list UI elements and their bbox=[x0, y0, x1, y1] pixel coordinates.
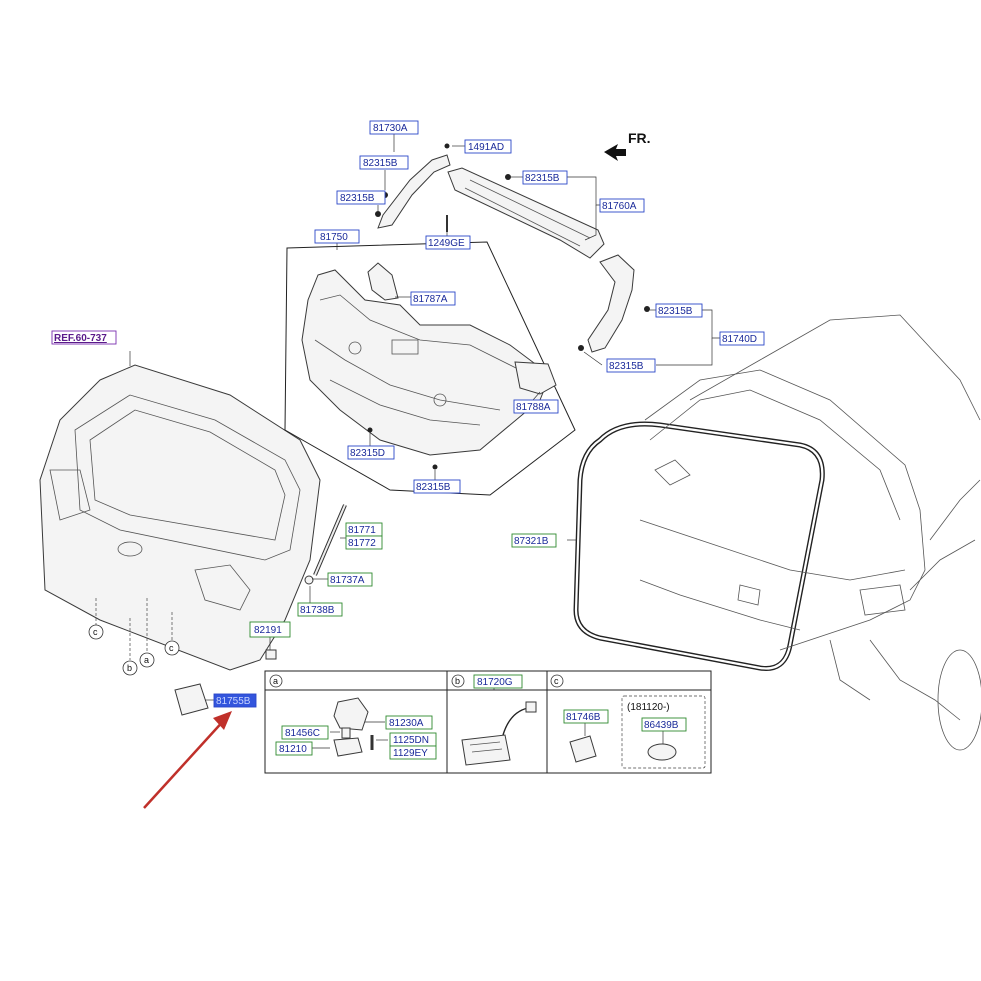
label-1491AD[interactable]: 1491AD bbox=[464, 139, 512, 154]
label-81755B[interactable]: 81755B bbox=[213, 693, 257, 708]
front-direction-indicator: FR. bbox=[604, 130, 651, 161]
label-81737A[interactable]: 81737A bbox=[327, 572, 373, 587]
svg-text:82315B: 82315B bbox=[658, 306, 693, 317]
svg-text:c: c bbox=[554, 676, 559, 686]
label-1129EY[interactable]: 1129EY bbox=[389, 745, 437, 760]
clip-icon bbox=[444, 143, 450, 149]
label-1125DN[interactable]: 1125DN bbox=[389, 732, 437, 747]
svg-text:82315B: 82315B bbox=[363, 158, 398, 169]
clip-icon bbox=[644, 306, 650, 312]
vehicle-outline bbox=[639, 314, 981, 751]
svg-text:82191: 82191 bbox=[254, 625, 282, 636]
date-note: (181120-) bbox=[627, 702, 670, 713]
svg-text:86439B: 86439B bbox=[644, 720, 679, 731]
label-81750[interactable]: 81750 bbox=[314, 229, 360, 244]
label-81730A[interactable]: 81730A bbox=[369, 120, 419, 135]
svg-text:81755B: 81755B bbox=[216, 696, 251, 707]
svg-text:81720G: 81720G bbox=[477, 677, 513, 688]
label-81210[interactable]: 81210 bbox=[275, 741, 313, 756]
svg-text:81740D: 81740D bbox=[722, 334, 757, 345]
tailgate-assembly bbox=[39, 364, 347, 716]
label-82315B-6[interactable]: 82315B bbox=[413, 479, 461, 494]
svg-text:81787A: 81787A bbox=[413, 294, 448, 305]
front-direction-label: FR. bbox=[628, 130, 651, 146]
label-82315D[interactable]: 82315D bbox=[347, 445, 395, 460]
label-81772[interactable]: 81772 bbox=[345, 535, 383, 550]
svg-text:82315B: 82315B bbox=[609, 361, 644, 372]
svg-text:81737A: 81737A bbox=[330, 575, 365, 586]
label-87321B[interactable]: 87321B bbox=[511, 533, 557, 548]
weatherstrip bbox=[573, 421, 825, 672]
label-81787A[interactable]: 81787A bbox=[410, 291, 456, 306]
upper-trim-pieces bbox=[375, 143, 650, 353]
label-82191[interactable]: 82191 bbox=[249, 621, 291, 638]
label-81771[interactable]: 81771 bbox=[345, 522, 383, 537]
detail-panel-c: c (181120-) 81746B 86439B bbox=[550, 674, 706, 769]
label-82315B-4[interactable]: 82315B bbox=[655, 303, 703, 318]
svg-text:81738B: 81738B bbox=[300, 605, 335, 616]
label-86439B[interactable]: 86439B bbox=[641, 717, 687, 732]
svg-text:1125DN: 1125DN bbox=[393, 735, 429, 746]
leader-lines bbox=[129, 134, 720, 701]
label-81720G[interactable]: 81720G bbox=[473, 674, 523, 689]
svg-text:81746B: 81746B bbox=[566, 712, 601, 723]
detail-panel-b: b 81720G bbox=[451, 674, 537, 766]
callout-c-1: c bbox=[93, 627, 98, 637]
svg-text:82315B: 82315B bbox=[525, 173, 560, 184]
detail-panel-a: a 81230A 81456C 1125DN 1129 bbox=[269, 674, 437, 760]
svg-text:a: a bbox=[273, 676, 278, 686]
svg-text:82315B: 82315B bbox=[340, 193, 375, 204]
label-82315B-2[interactable]: 82315B bbox=[336, 190, 386, 205]
svg-text:87321B: 87321B bbox=[514, 536, 549, 547]
svg-text:81730A: 81730A bbox=[373, 123, 408, 134]
clip-icon bbox=[505, 174, 511, 180]
svg-text:1129EY: 1129EY bbox=[393, 748, 428, 759]
svg-text:82315D: 82315D bbox=[350, 448, 385, 459]
svg-text:REF.60-737: REF.60-737 bbox=[54, 333, 107, 344]
label-81230A[interactable]: 81230A bbox=[385, 715, 433, 730]
label-81788A[interactable]: 81788A bbox=[513, 399, 559, 414]
label-81740D[interactable]: 81740D bbox=[719, 331, 765, 346]
clip-icon bbox=[375, 211, 381, 217]
trim-panel-group bbox=[284, 241, 576, 496]
svg-text:81230A: 81230A bbox=[389, 718, 424, 729]
label-81738B[interactable]: 81738B bbox=[297, 602, 343, 617]
callout-c-2: c bbox=[169, 643, 174, 653]
svg-text:1491AD: 1491AD bbox=[468, 142, 504, 153]
highlight-pointer-arrow bbox=[143, 711, 232, 809]
callout-b: b bbox=[127, 663, 132, 673]
label-81760A[interactable]: 81760A bbox=[599, 198, 645, 213]
label-82315B-1[interactable]: 82315B bbox=[359, 155, 409, 170]
clip-icon bbox=[578, 345, 584, 351]
label-81456C[interactable]: 81456C bbox=[281, 725, 329, 740]
label-82315B-5[interactable]: 82315B bbox=[606, 358, 656, 373]
part-labels: 81730A 82315B 82315B 1491AD 82315B 81760… bbox=[51, 120, 765, 708]
svg-text:81210: 81210 bbox=[279, 744, 307, 755]
svg-text:81771: 81771 bbox=[348, 525, 376, 536]
svg-text:81750: 81750 bbox=[320, 232, 348, 243]
svg-text:81788A: 81788A bbox=[516, 402, 551, 413]
callout-a: a bbox=[144, 655, 149, 665]
svg-text:1249GE: 1249GE bbox=[428, 238, 465, 249]
emblem-icon bbox=[117, 541, 143, 557]
svg-text:81772: 81772 bbox=[348, 538, 376, 549]
detail-panels: a 81230A 81456C 1125DN 1129 bbox=[264, 670, 712, 774]
label-81746B[interactable]: 81746B bbox=[563, 709, 609, 724]
label-ref-60-737[interactable]: REF.60-737 bbox=[51, 330, 117, 345]
svg-text:82315B: 82315B bbox=[416, 482, 451, 493]
label-82315B-3[interactable]: 82315B bbox=[522, 170, 568, 185]
callout-markers: c b a c bbox=[88, 624, 180, 676]
svg-text:81760A: 81760A bbox=[602, 201, 637, 212]
svg-text:81456C: 81456C bbox=[285, 728, 320, 739]
svg-text:b: b bbox=[455, 676, 460, 686]
label-1249GE[interactable]: 1249GE bbox=[425, 235, 471, 250]
front-arrow-icon bbox=[604, 144, 626, 161]
